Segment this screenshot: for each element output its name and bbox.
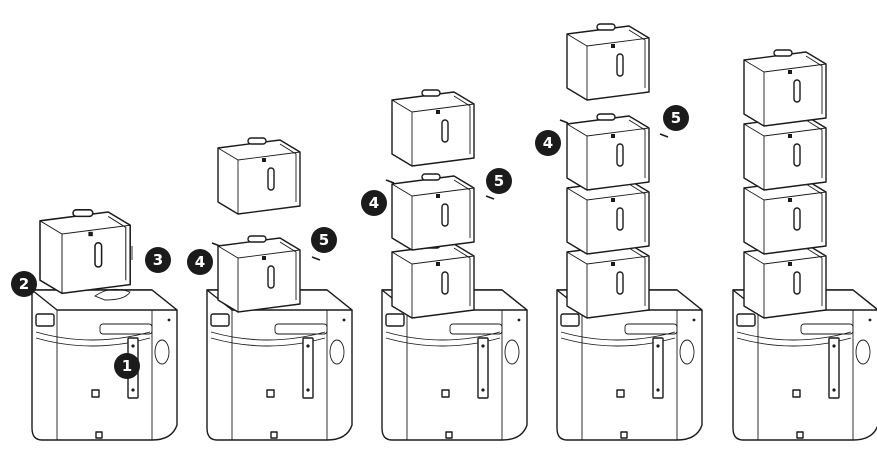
subwoofer-base [31, 289, 178, 441]
screw-icon [659, 133, 669, 138]
callout-1: 1 [114, 353, 140, 379]
module-stacked [743, 241, 827, 319]
module-stacked [217, 235, 301, 313]
screw-icon [559, 119, 569, 124]
callout-4: 4 [361, 190, 387, 216]
step-5 [732, 49, 877, 441]
screw-icon [211, 242, 221, 247]
module-lifted [391, 89, 475, 167]
svg-text:4: 4 [369, 194, 379, 212]
step-4: 4 5 [535, 23, 703, 441]
module-stacked [566, 113, 650, 191]
callout-2: 2 [11, 271, 37, 297]
callout-4: 4 [187, 249, 213, 275]
screw-icon [485, 195, 495, 200]
step-3: 4 5 [361, 89, 528, 441]
svg-text:2: 2 [19, 275, 29, 293]
module-lifted [217, 137, 301, 215]
module-lifted [39, 209, 131, 295]
callout-5: 5 [486, 168, 512, 194]
screw-icon [311, 256, 321, 261]
module-stacked [566, 177, 650, 255]
step-1: 1 2 3 [11, 209, 178, 441]
step-2: 4 5 [187, 137, 353, 441]
callout-5: 5 [311, 227, 337, 253]
module-stacked [743, 49, 827, 127]
module-stacked [391, 173, 475, 251]
module-stacked [743, 177, 827, 255]
subwoofer-base [206, 289, 353, 441]
svg-text:3: 3 [153, 251, 163, 269]
svg-text:5: 5 [319, 231, 329, 249]
module-stacked [743, 113, 827, 191]
module-stacked [391, 241, 475, 319]
callout-3: 3 [145, 247, 171, 273]
module-lifted [566, 23, 650, 101]
callout-4: 4 [535, 130, 561, 156]
svg-text:4: 4 [543, 134, 553, 152]
svg-text:1: 1 [122, 357, 132, 375]
lifting-handle [94, 288, 131, 301]
module-stacked [566, 241, 650, 319]
svg-text:5: 5 [671, 109, 681, 127]
svg-text:4: 4 [195, 253, 205, 271]
callout-5: 5 [663, 105, 689, 131]
svg-text:5: 5 [494, 172, 504, 190]
screw-icon [385, 179, 395, 184]
